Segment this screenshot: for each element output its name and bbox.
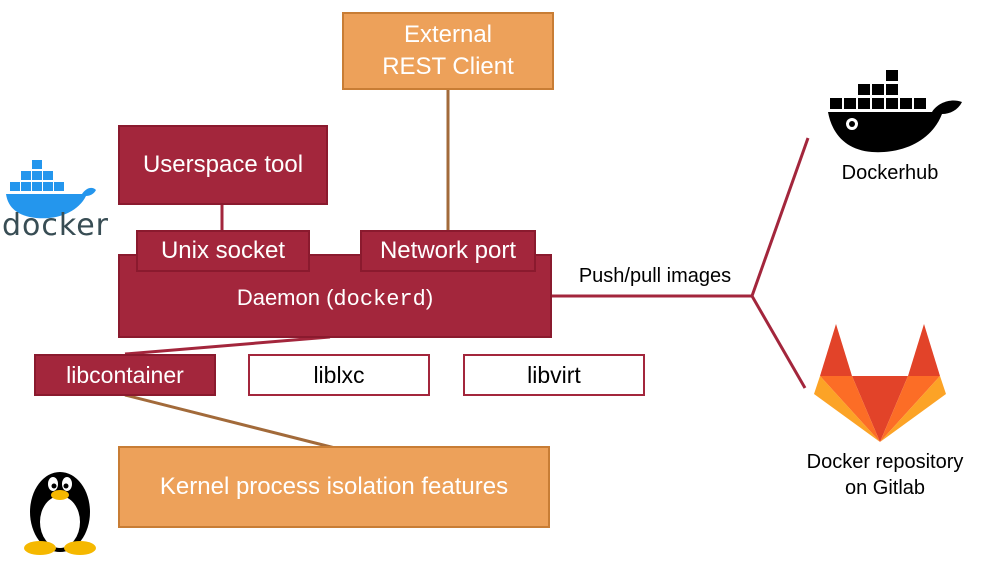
daemon-to-libcontainer-line <box>124 335 331 356</box>
tux-penguin-icon <box>24 472 96 555</box>
libvirt-box: libvirt <box>463 354 645 396</box>
external-rest-client-box: External REST Client <box>342 12 554 90</box>
external-client-line1: External <box>403 21 493 48</box>
libcontainer-to-kernel-line <box>124 393 336 450</box>
kernel-features-box: Kernel process isolation features <box>118 446 550 528</box>
userspace-tool-box: Userspace tool <box>118 125 328 205</box>
docker-whale-black-icon <box>828 70 962 153</box>
docker-logo-text: docker <box>2 208 109 243</box>
gitlab-logo <box>814 318 946 444</box>
dockerhub-label: Dockerhub <box>841 162 939 184</box>
gitlab-label-line1: Docker repository <box>806 451 964 473</box>
network-port-box: Network port <box>360 230 536 272</box>
unix-socket-box: Unix socket <box>136 230 310 272</box>
unix-socket-label: Unix socket <box>160 237 286 264</box>
libcontainer-box: libcontainer <box>34 354 216 396</box>
libcontainer-label: libcontainer <box>66 362 184 388</box>
external-client-line2: REST Client <box>382 53 514 80</box>
gitlab-label-line2: on Gitlab <box>844 477 926 499</box>
gitlab-fox-icon <box>814 324 946 442</box>
push-pull-label: Push/pull images <box>578 265 732 287</box>
userspace-tool-label: Userspace tool <box>142 151 304 178</box>
docker-whale-icon <box>6 160 96 219</box>
daemon-code: dockerd <box>333 287 426 312</box>
dockerhub-logo <box>828 68 968 156</box>
gitlab-label: Docker repository on Gitlab <box>780 449 990 501</box>
registry-to-gitlab-line <box>750 295 807 389</box>
registry-to-dockerhub-line <box>750 137 810 297</box>
docker-logo: docker <box>2 150 109 243</box>
kernel-features-label: Kernel process isolation features <box>159 473 509 500</box>
daemon-label: Daemon (dockerd) <box>236 285 434 312</box>
network-port-label: Network port <box>379 237 517 264</box>
liblxc-label: liblxc <box>313 362 365 388</box>
libvirt-label: libvirt <box>527 362 581 388</box>
liblxc-box: liblxc <box>248 354 430 396</box>
linux-tux-logo <box>22 462 98 556</box>
